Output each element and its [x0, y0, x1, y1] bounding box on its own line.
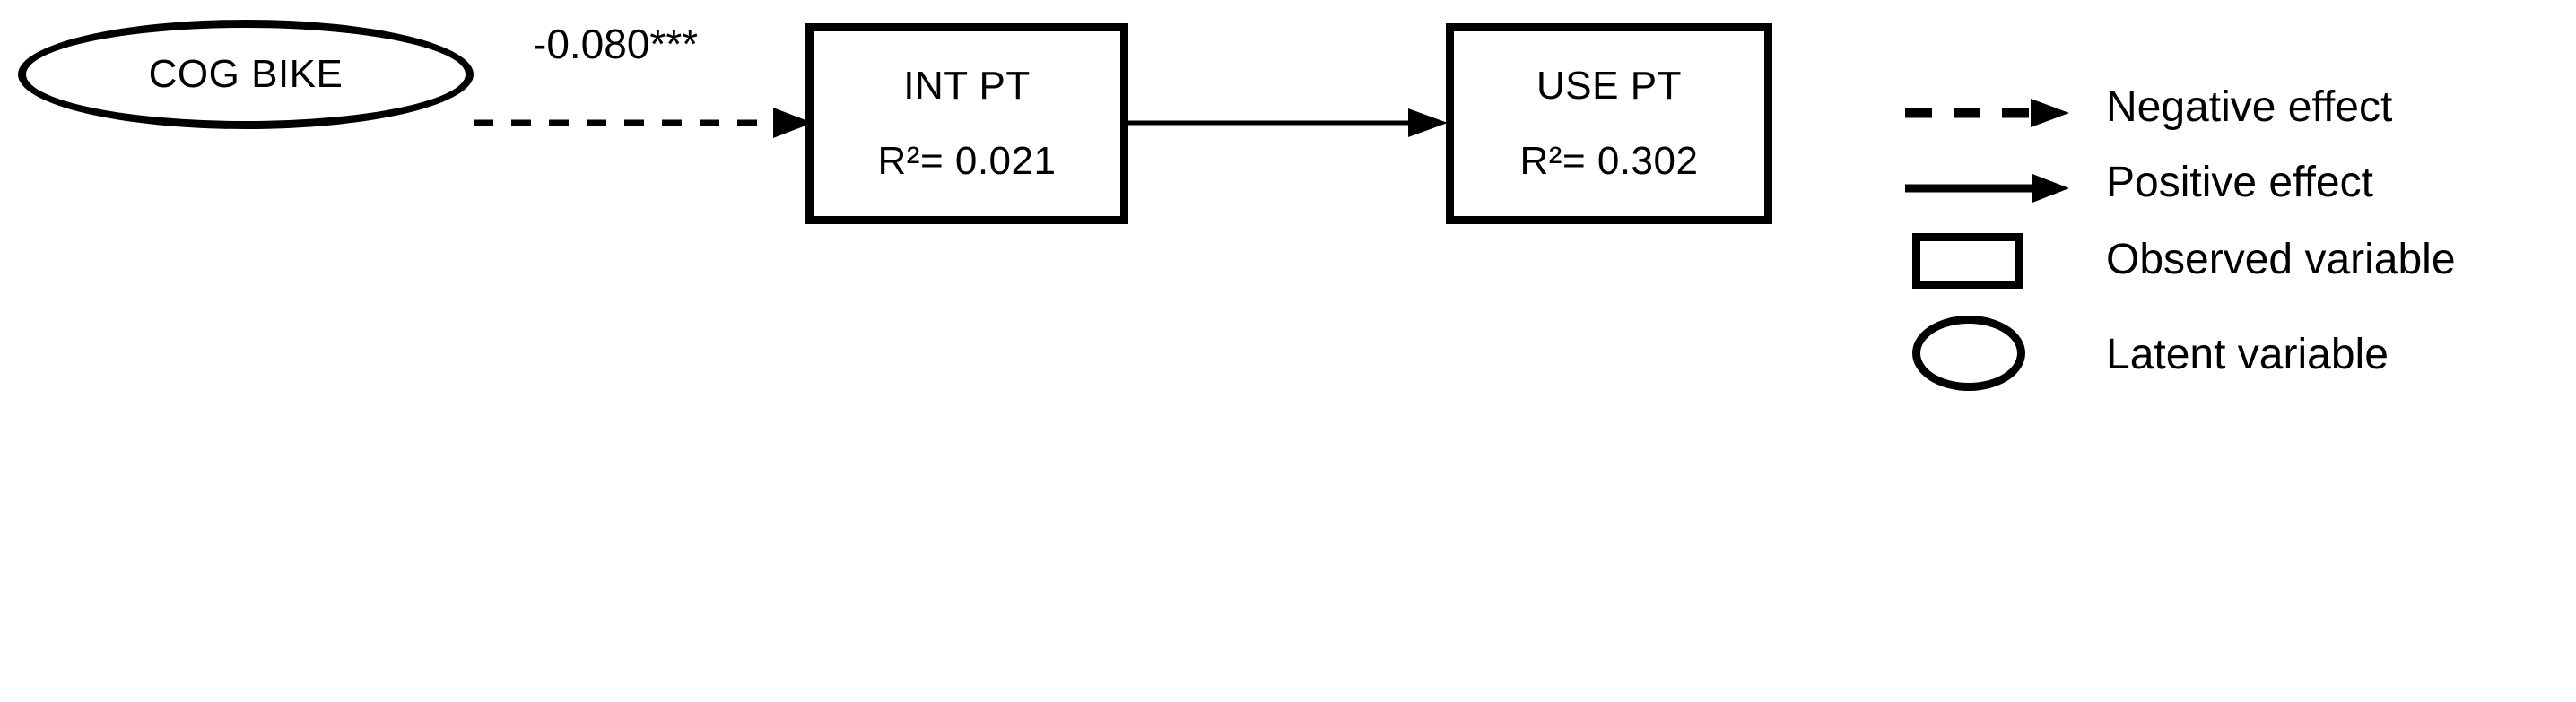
node-int-pt[interactable]: INT PT R²= 0.021 — [805, 23, 1128, 224]
legend-item-negative-effect[interactable]: Negative effect — [1905, 77, 2569, 149]
legend-item-observed-variable[interactable]: Observed variable — [1905, 228, 2569, 308]
node-use-pt-label: USE PT — [1536, 64, 1682, 108]
node-int-pt-r2: R²= 0.021 — [877, 139, 1057, 183]
dashed-arrow-icon — [1905, 91, 2071, 134]
solid-arrow-icon — [1905, 167, 2071, 210]
node-use-pt-r2: R²= 0.302 — [1519, 139, 1699, 183]
legend-item-latent-variable[interactable]: Latent variable — [1905, 308, 2569, 394]
arrowhead-icon — [1408, 108, 1448, 137]
node-cog-bike-label: COG BIKE — [148, 52, 344, 96]
arrowhead-icon — [773, 108, 813, 138]
node-cog-bike[interactable]: COG BIKE — [18, 20, 474, 129]
legend-label-latent-variable: Latent variable — [2106, 331, 2389, 378]
legend: Negative effect Positive effect Observed… — [1905, 77, 2569, 400]
legend-label-negative-effect: Negative effect — [2106, 83, 2393, 131]
node-use-pt[interactable]: USE PT R²= 0.302 — [1446, 23, 1772, 224]
legend-label-positive-effect: Positive effect — [2106, 159, 2373, 206]
path-coefficient-cog-bike-to-int-pt: -0.080*** — [533, 21, 699, 67]
legend-item-positive-effect[interactable]: Positive effect — [1905, 152, 2569, 224]
ellipse-icon — [1912, 316, 2025, 391]
edge-cog-bike-to-int-pt[interactable] — [474, 100, 814, 145]
rectangle-icon — [1912, 233, 2023, 289]
edge-int-pt-to-use-pt[interactable] — [1128, 100, 1449, 145]
node-int-pt-label: INT PT — [903, 64, 1031, 108]
legend-label-observed-variable: Observed variable — [2106, 236, 2456, 283]
